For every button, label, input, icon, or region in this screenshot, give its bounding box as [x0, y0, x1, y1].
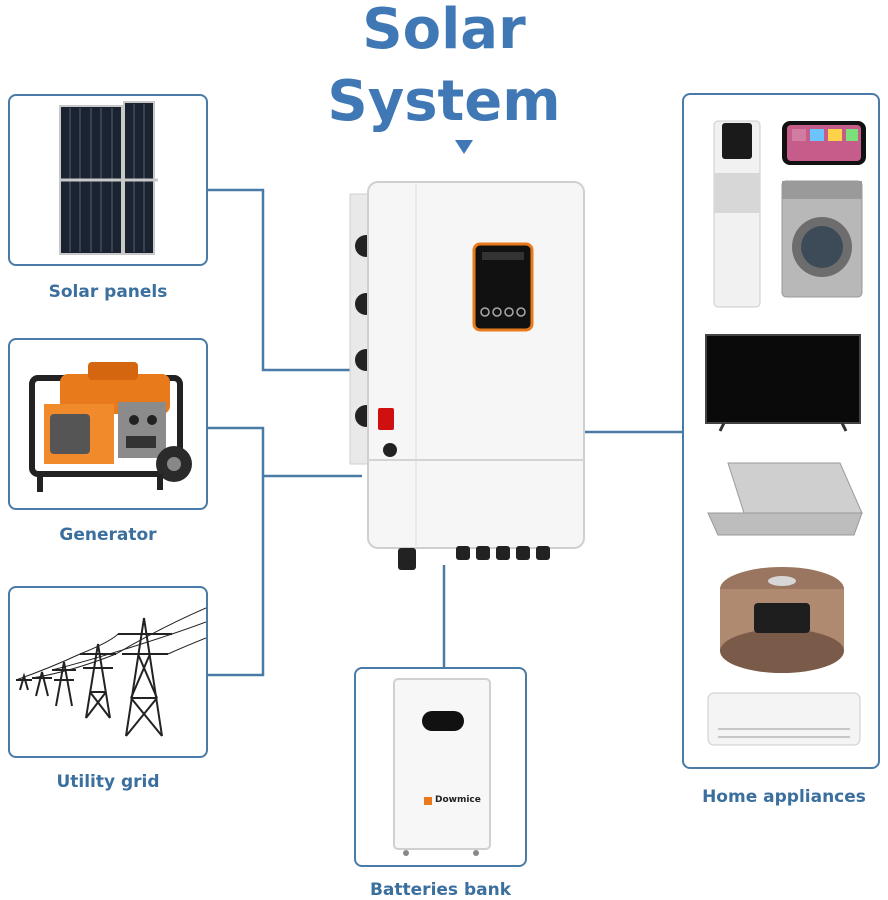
water-dispenser-icon: [713, 120, 761, 308]
page-title-line1: Solar: [362, 0, 526, 62]
generator-box: [8, 338, 208, 510]
solar-panels-label: Solar panels: [48, 282, 168, 302]
utility-grid-label: Utility grid: [56, 772, 160, 792]
appliances-box: [682, 93, 880, 769]
down-arrow-icon: [455, 140, 473, 154]
solar-panel-icon: [59, 101, 158, 255]
washing-machine-icon: [781, 180, 863, 298]
wire-solar: [207, 188, 352, 372]
television-icon: [705, 334, 861, 432]
wire-generator-grid: [207, 426, 265, 677]
laptop-icon: [707, 462, 863, 536]
generator-icon: [29, 362, 192, 492]
air-conditioner-icon: [707, 692, 861, 746]
batteries-box: Dowmice: [354, 667, 527, 867]
appliances-label: Home appliances: [702, 787, 866, 807]
batteries-label: Batteries bank: [369, 880, 512, 900]
power-tower-icon: [15, 607, 206, 737]
generator-label: Generator: [59, 525, 157, 545]
hybrid-inverter: [348, 180, 588, 575]
page-title-line2: System: [327, 69, 561, 134]
battery-icon: [393, 678, 491, 856]
inverter-icon: [349, 181, 585, 570]
smartphone-icon: [782, 121, 866, 165]
rice-cooker-icon: [720, 567, 844, 673]
utility-grid-box: [8, 586, 208, 758]
appliances-illustration: [705, 120, 866, 746]
battery-brand-text: Dowmice: [435, 795, 481, 805]
solar-panels-box: [8, 94, 208, 266]
